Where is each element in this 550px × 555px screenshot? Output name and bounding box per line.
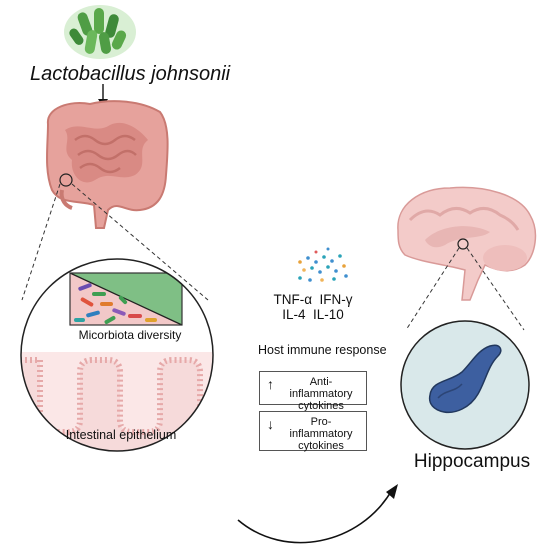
anti-inflammatory-box: ↑ Anti-inflammatory cytokines bbox=[259, 371, 367, 412]
cytokine-particles-icon bbox=[298, 247, 348, 282]
brain-zoom-line-right bbox=[466, 247, 525, 331]
cytokine-row-2: IL-4 IL-10 bbox=[282, 307, 344, 322]
brain-zoom-line-left bbox=[405, 247, 460, 331]
cytokine-names: TNF-α IFN-γ IL-4 IL-10 bbox=[268, 292, 358, 322]
gut-zoom-marker bbox=[59, 173, 73, 187]
pro-inflammatory-box: ↓ Pro-inflammatory cytokines bbox=[259, 411, 367, 452]
pro-inflammatory-label: Pro-inflammatory cytokines bbox=[289, 416, 353, 452]
up-arrow-icon: ↑ bbox=[267, 376, 274, 392]
intestine-icon bbox=[46, 100, 169, 229]
gut-zoom-line-right bbox=[71, 183, 209, 301]
anti-inflammatory-label: Anti-inflammatory cytokines bbox=[289, 376, 353, 412]
down-arrow-icon: ↓ bbox=[267, 416, 274, 432]
cytokine-row-1: TNF-α IFN-γ bbox=[273, 292, 353, 307]
hippocampus-label: Hippocampus bbox=[413, 451, 531, 472]
brain-icon bbox=[397, 186, 537, 301]
gut-zoom-circle-border bbox=[20, 258, 214, 452]
gut-brain-curved-arrow bbox=[237, 484, 398, 544]
bacteria-label: Lactobacillus johnsonii bbox=[30, 63, 231, 85]
bacteria-icon bbox=[64, 5, 136, 59]
microbiota-diversity-label: Micorbiota diversity bbox=[78, 328, 182, 342]
host-immune-response-title: Host immune response bbox=[258, 343, 387, 357]
gut-zoom-circle bbox=[21, 259, 213, 451]
intestinal-epithelium-label: Intestinal epithelium bbox=[65, 428, 177, 442]
brain-zoom-marker bbox=[457, 238, 469, 250]
hippocampus-icon bbox=[428, 344, 502, 414]
gut-zoom-line-left bbox=[21, 183, 61, 301]
